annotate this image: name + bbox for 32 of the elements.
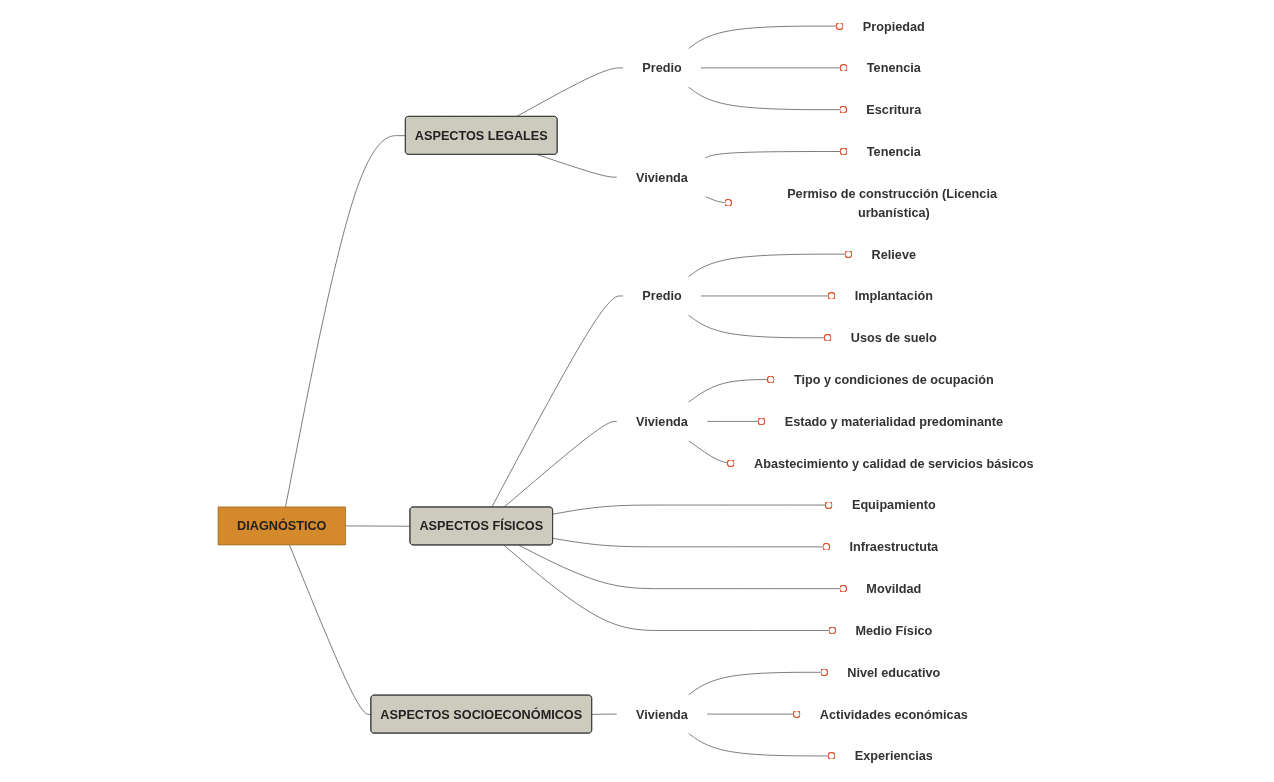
node-text: Equipamiento bbox=[852, 498, 936, 513]
node-text: Vivienda bbox=[636, 414, 689, 429]
node-text: Nivel educativo bbox=[847, 665, 941, 680]
node-text: Medio Físico bbox=[855, 623, 933, 638]
node-text: Infraestructuta bbox=[849, 539, 939, 554]
connector bbox=[503, 421, 618, 508]
node-text: Escritura bbox=[866, 102, 922, 117]
node-text: Permiso de construcción (Licencia urbanística) bbox=[787, 186, 998, 220]
node-text: Actividades económicas bbox=[820, 707, 969, 722]
connector bbox=[289, 544, 372, 715]
connector bbox=[516, 67, 624, 117]
node-text: Vivienda bbox=[636, 170, 689, 185]
connector bbox=[537, 154, 618, 178]
node-text: Experiencias bbox=[855, 748, 934, 763]
connector bbox=[345, 525, 411, 527]
node-text: Predio bbox=[642, 289, 682, 303]
connector bbox=[591, 713, 618, 715]
node-text: Tenencia bbox=[867, 144, 922, 159]
connector bbox=[491, 295, 624, 508]
node-box: DIAGNÓSTICO bbox=[218, 506, 347, 546]
node-text: Predio bbox=[642, 60, 682, 75]
node-text: Vivienda bbox=[636, 707, 689, 722]
connector bbox=[285, 135, 407, 508]
node-text: Relieve bbox=[871, 247, 917, 262]
node-text: Tipo y condiciones de ocupación bbox=[794, 372, 994, 387]
node-text: Movildad bbox=[866, 581, 922, 596]
node-text: Tenencia bbox=[867, 60, 922, 75]
node-text: Implantación bbox=[855, 289, 934, 303]
node-text: Propiedad bbox=[863, 19, 926, 34]
node-text: Estado y materialidad predominante bbox=[784, 414, 1004, 429]
node-text: Abastecimiento y calidad de servicios básicos bbox=[754, 456, 1034, 471]
node-text: Usos de suelo bbox=[851, 330, 938, 345]
